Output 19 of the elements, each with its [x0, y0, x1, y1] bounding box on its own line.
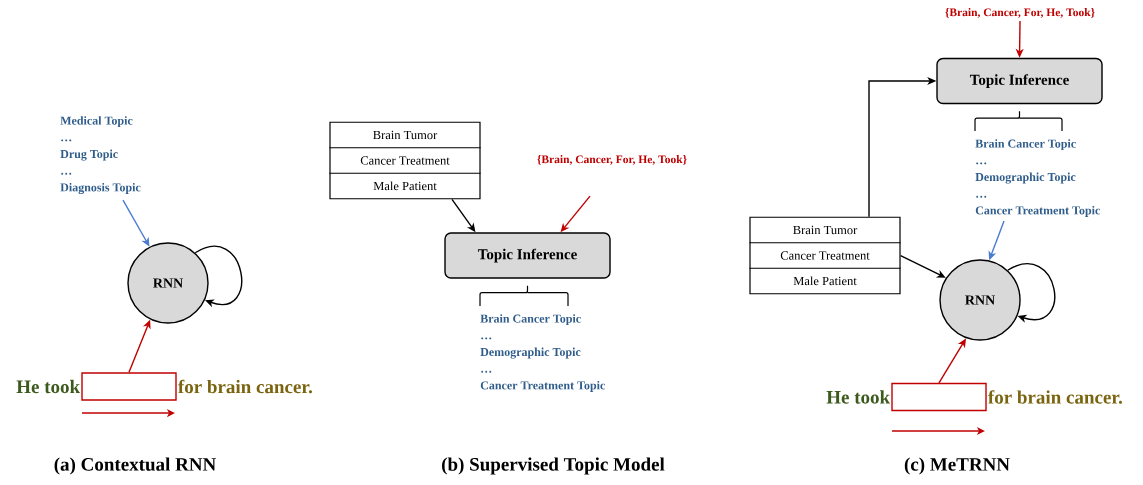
process-box: Topic Inference: [936, 57, 1103, 105]
attribute-table: Brain Tumor Cancer Treatment Male Patient: [328, 121, 482, 200]
sentence-text: He took: [16, 379, 81, 394]
word-set: {Brain, Cancer, For, He, Took}: [945, 8, 1095, 18]
arrow: [194, 245, 243, 308]
sentence-text: He took: [826, 390, 891, 404]
process-box: Topic Inference: [444, 232, 611, 279]
topic-list: Brain Cancer Topic … Demographic Topic … Cancer Treatment Topic: [480, 314, 605, 392]
topic-list: Medical Topic … Drug Topic … Diagnosis Topic: [60, 116, 141, 194]
word-set: {Brain, Cancer, For, He, Took}: [537, 155, 687, 165]
sentence-text: for brain cancer.: [178, 379, 312, 394]
caption: (a) Contextual RNN: [54, 457, 216, 475]
topic-list: Brain Cancer Topic … Demographic Topic … Cancer Treatment Topic: [975, 139, 1100, 217]
caption: (b) Supervised Topic Model: [442, 457, 665, 475]
attribute-table: Brain Tumor Cancer Treatment Male Patient: [748, 216, 902, 295]
caption: (c) MeTRNN: [904, 457, 1010, 475]
arrow: [1007, 263, 1056, 323]
sentence-text: for brain cancer.: [988, 390, 1122, 404]
arrow: [899, 254, 946, 278]
